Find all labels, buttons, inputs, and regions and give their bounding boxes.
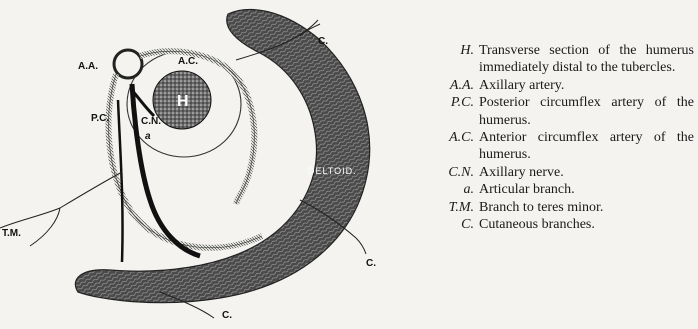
- legend-key: A.A.: [414, 77, 479, 94]
- label-tm: T.M.: [2, 228, 21, 239]
- label-deltoid: DELTOID.: [308, 166, 357, 176]
- legend-item-tm: T.M. Branch to teres minor.: [414, 199, 694, 216]
- label-pc: P.C.: [91, 113, 109, 124]
- legend-key: H.: [414, 42, 479, 59]
- label-aa: A.A.: [78, 61, 98, 72]
- legend-item-pc: P.C. Posterior circumflex artery of the …: [414, 94, 694, 129]
- legend-key: a.: [414, 181, 479, 198]
- label-h: H: [177, 93, 189, 110]
- legend-desc: Cutaneous branches.: [479, 216, 694, 233]
- label-c-top: C.: [318, 36, 328, 47]
- label-ac: A.C.: [178, 56, 198, 67]
- legend-key: T.M.: [414, 199, 479, 216]
- anatomical-figure: A.A. A.C. P.C. C.N. a H T.M. DELTOID. C.…: [0, 0, 420, 329]
- label-c-bottom: C.: [222, 310, 232, 321]
- legend-item-ac: A.C. Anterior circumflex artery of the h…: [414, 129, 694, 164]
- legend-desc: Branch to teres minor.: [479, 199, 694, 216]
- legend-desc: Axillary artery.: [479, 77, 694, 94]
- label-c-right: C.: [366, 258, 376, 269]
- legend-desc: Axillary nerve.: [479, 164, 694, 181]
- legend-key: C.N.: [414, 164, 479, 181]
- legend-key: P.C.: [414, 94, 479, 111]
- legend-item-c: C. Cutaneous branches.: [414, 216, 694, 233]
- legend-item-h: H. Transverse section of the humerus imm…: [414, 42, 694, 77]
- legend-item-a: a. Articular branch.: [414, 181, 694, 198]
- legend-desc: Transverse section of the humerus immedi…: [479, 42, 694, 77]
- legend-item-cn: C.N. Axillary nerve.: [414, 164, 694, 181]
- legend-item-aa: A.A. Axillary artery.: [414, 77, 694, 94]
- legend-desc: Anterior circumflex artery of the humeru…: [479, 129, 694, 164]
- label-cn: C.N.: [141, 116, 161, 127]
- legend-desc: Articular branch.: [479, 181, 694, 198]
- legend-key: C.: [414, 216, 479, 233]
- legend-key: A.C.: [414, 129, 479, 146]
- axillary-artery-ring: [114, 50, 142, 78]
- legend-desc: Posterior circumflex artery of the humer…: [479, 94, 694, 129]
- anterior-circumflex-artery: [140, 51, 254, 204]
- figure-legend: H. Transverse section of the humerus imm…: [414, 42, 694, 233]
- label-a: a: [145, 131, 151, 142]
